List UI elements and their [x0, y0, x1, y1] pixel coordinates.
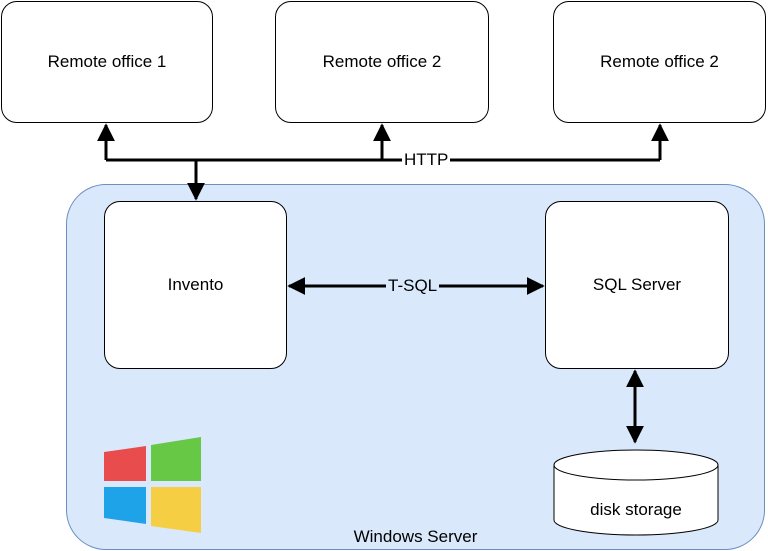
remote-office-1-node: Remote office 1: [1, 1, 213, 123]
invento-node: Invento: [104, 201, 287, 369]
sql-server-node: SQL Server: [545, 201, 729, 369]
remote-office-2-node: Remote office 2: [275, 1, 489, 123]
sql-server-label: SQL Server: [592, 275, 682, 294]
remote-office-2-label: Remote office 2: [322, 52, 442, 71]
tsql-edge-label: T-SQL: [386, 276, 440, 295]
disk-storage-label: disk storage: [590, 500, 682, 519]
windows-logo-icon: [104, 437, 201, 533]
invento-label: Invento: [167, 275, 224, 294]
remote-office-1-label: Remote office 1: [47, 52, 167, 71]
remote-office-3-node: Remote office 2: [553, 1, 766, 123]
windows-server-label: Windows Server: [353, 527, 478, 546]
disk-storage-cylinder: [553, 449, 719, 536]
http-edge-label: HTTP: [402, 150, 451, 169]
remote-office-3-label: Remote office 2: [600, 52, 719, 71]
